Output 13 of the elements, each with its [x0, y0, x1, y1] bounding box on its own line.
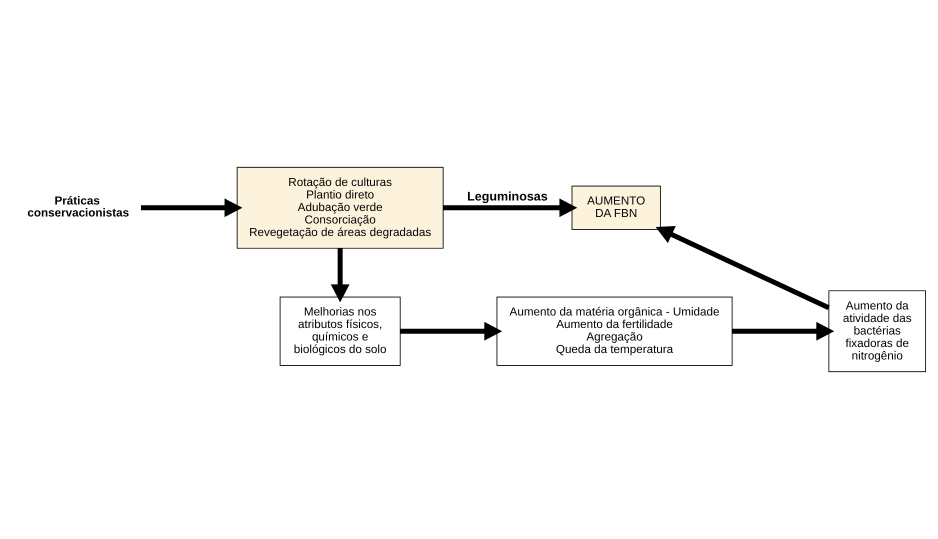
arrow	[140, 198, 242, 218]
node-text: Práticas conservacionistas	[27, 194, 130, 220]
arrow	[400, 322, 502, 341]
node-box: AUMENTO DA FBN	[572, 186, 661, 230]
node-box: Aumento da atividade das bactérias fixadoras de nitrogênio	[828, 290, 926, 372]
node-box: Rotação de culturas Plantio direto Adubação verde Consorciação Revegetação de áreas degradadas	[236, 166, 444, 249]
node-box: Aumento da matéria orgânica - Umidade Aumento da fertilidade Agregação Queda da temperatura	[496, 296, 733, 366]
edge-label: Leguminosas	[467, 189, 548, 204]
arrow	[732, 322, 834, 341]
arrow	[656, 226, 830, 310]
node-box: Melhorias nos atributos físicos, químicos e biológicos do solo	[280, 296, 401, 366]
arrow	[330, 248, 350, 302]
arrow	[443, 198, 578, 218]
